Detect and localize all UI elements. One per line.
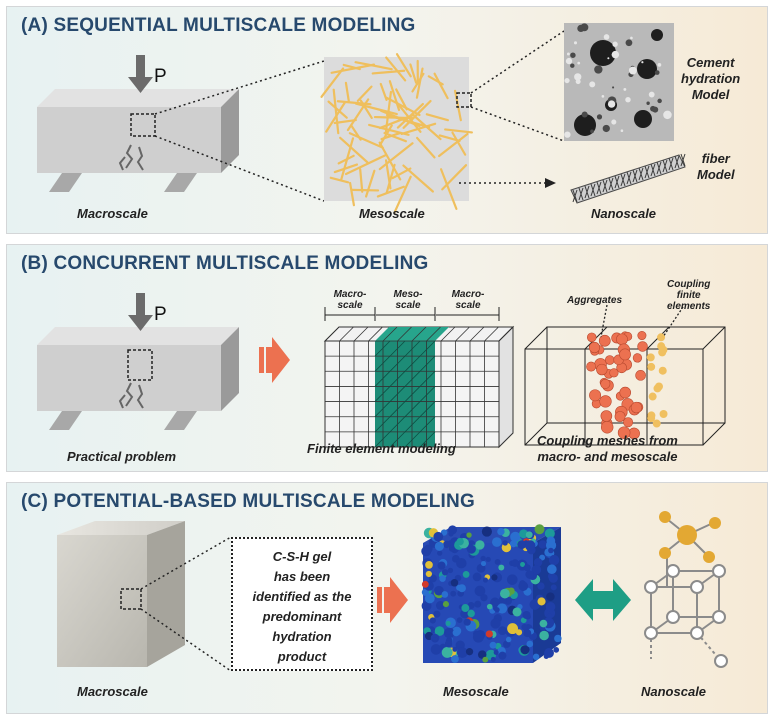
label-cement-model: Cement hydration Model bbox=[681, 55, 741, 102]
load-arrow bbox=[128, 293, 153, 331]
label-macroscale: Macroscale bbox=[77, 684, 148, 699]
coupling-elements bbox=[646, 333, 668, 428]
concrete-cube bbox=[57, 521, 185, 667]
macro-beam bbox=[37, 327, 239, 430]
label-mesoscale: Mesoscale bbox=[443, 684, 509, 699]
macro-beam bbox=[37, 89, 239, 192]
panel-b-title: (B) CONCURRENT MULTISCALE MODELING bbox=[21, 253, 429, 274]
load-label: P bbox=[154, 66, 167, 87]
fem-mesh bbox=[323, 325, 515, 449]
zoom-box-macro bbox=[130, 113, 156, 137]
label-meso: Meso- scale bbox=[393, 289, 423, 311]
lattice-atoms bbox=[644, 564, 728, 668]
mesoscale-particle-cube bbox=[421, 524, 562, 663]
label-mesoscale: Mesoscale bbox=[359, 206, 425, 221]
region-dimensions bbox=[324, 307, 500, 321]
panel-c-title: (C) POTENTIAL-BASED MULTISCALE MODELING bbox=[21, 491, 475, 512]
load-label: P bbox=[154, 304, 167, 325]
panel-b-illustration: P bbox=[37, 293, 726, 449]
cement-pores bbox=[564, 23, 672, 138]
panel-sequential: (A) SEQUENTIAL MULTISCALE MODELING P bbox=[6, 6, 768, 234]
label-aggregates: Aggregates bbox=[567, 295, 623, 306]
panel-potential: (C) POTENTIAL-BASED MULTISCALE MODELING bbox=[6, 482, 768, 714]
label-macro-left: Macro- scale bbox=[333, 289, 367, 311]
double-arrow bbox=[575, 579, 631, 621]
carbon-nanotube bbox=[570, 153, 686, 204]
aggregates bbox=[586, 331, 648, 440]
label-coupling-caption: Coupling meshes from macro- and mesoscal… bbox=[537, 433, 678, 464]
label-macro-right: Macro- scale bbox=[451, 289, 485, 311]
label-fem: Finite element modeling bbox=[307, 441, 456, 456]
label-coupling-elements: Coupling finite elements bbox=[667, 279, 711, 312]
panel-concurrent: (B) CONCURRENT MULTISCALE MODELING P bbox=[6, 244, 768, 472]
label-practical-problem: Practical problem bbox=[67, 449, 177, 464]
molecule-atoms bbox=[659, 511, 721, 563]
load-arrow bbox=[128, 55, 153, 93]
label-nanoscale: Nanoscale bbox=[591, 206, 657, 221]
label-macroscale: Macroscale bbox=[77, 206, 148, 221]
fibers bbox=[320, 53, 473, 214]
panel-a-illustration: P bbox=[37, 23, 686, 214]
panel-c-illustration bbox=[57, 511, 728, 672]
csh-gel-note: C-S-H gel has been identified as the pre… bbox=[231, 537, 373, 671]
panel-a-title: (A) SEQUENTIAL MULTISCALE MODELING bbox=[21, 15, 416, 36]
transition-arrow bbox=[259, 337, 290, 383]
transition-arrow bbox=[377, 577, 408, 623]
label-fiber-model: fiber Model bbox=[697, 151, 735, 182]
label-nanoscale: Nanoscale bbox=[641, 684, 707, 699]
